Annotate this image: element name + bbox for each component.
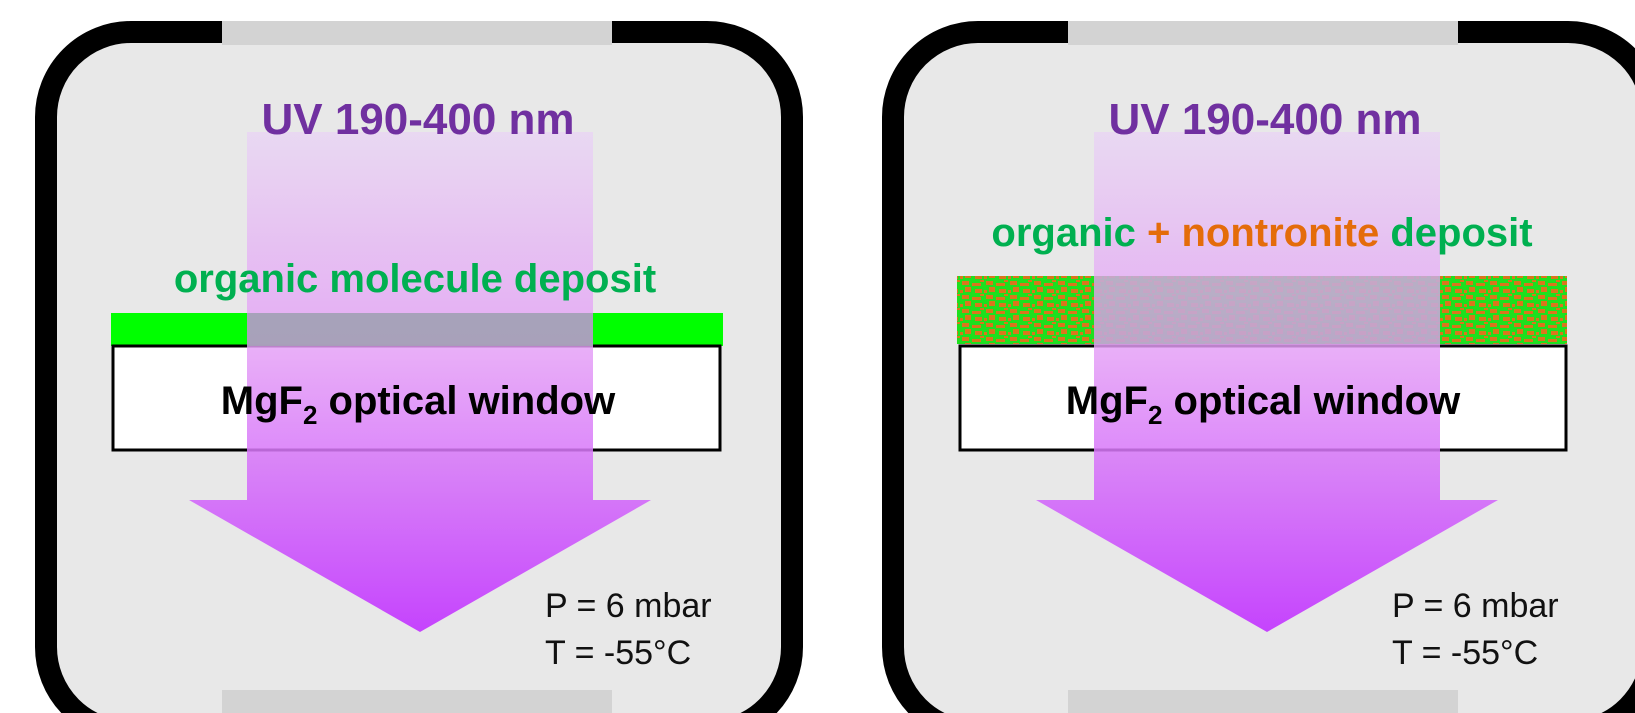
uv-label-right: UV 190-400 nm [1108, 95, 1421, 144]
pressure-right: P = 6 mbar [1392, 587, 1559, 625]
temperature-right: T = -55°C [1392, 634, 1538, 672]
uv-beam-arrow-right [1036, 132, 1498, 632]
temperature-left: T = -55°C [545, 634, 691, 672]
window-label-right: MgF2 optical window [1066, 379, 1461, 430]
deposit-label-part: organic [991, 211, 1147, 255]
top-port-left [222, 21, 612, 45]
window-label-suffix: optical window [1162, 379, 1461, 423]
deposit-label-part: + nontronite [1147, 211, 1379, 255]
panel-left: UV 190-400 nm organic molecule deposit M… [35, 21, 803, 713]
panel-right: UV 190-400 nm organic + nontronite depos… [882, 21, 1635, 713]
uv-beam-arrow-left [189, 132, 651, 632]
top-port-right [1068, 21, 1458, 45]
window-label-sub: 2 [1148, 400, 1162, 430]
window-label-left: MgF2 optical window [221, 379, 616, 430]
uv-label-left: UV 190-400 nm [261, 95, 574, 144]
window-label-prefix: MgF [1066, 379, 1148, 423]
deposit-label-part: deposit [1379, 211, 1532, 255]
beam-through-deposit-right [1094, 276, 1440, 344]
window-label-prefix: MgF [221, 379, 303, 423]
window-label-suffix: optical window [317, 379, 616, 423]
deposit-label-part: organic molecule deposit [174, 257, 656, 301]
bottom-port-left [222, 690, 612, 713]
deposit-label-left: organic molecule deposit [174, 257, 656, 301]
pressure-left: P = 6 mbar [545, 587, 712, 625]
bottom-port-right [1068, 690, 1458, 713]
window-label-sub: 2 [303, 400, 317, 430]
beam-through-deposit-left [247, 313, 593, 346]
deposit-label-right: organic + nontronite deposit [991, 211, 1532, 255]
